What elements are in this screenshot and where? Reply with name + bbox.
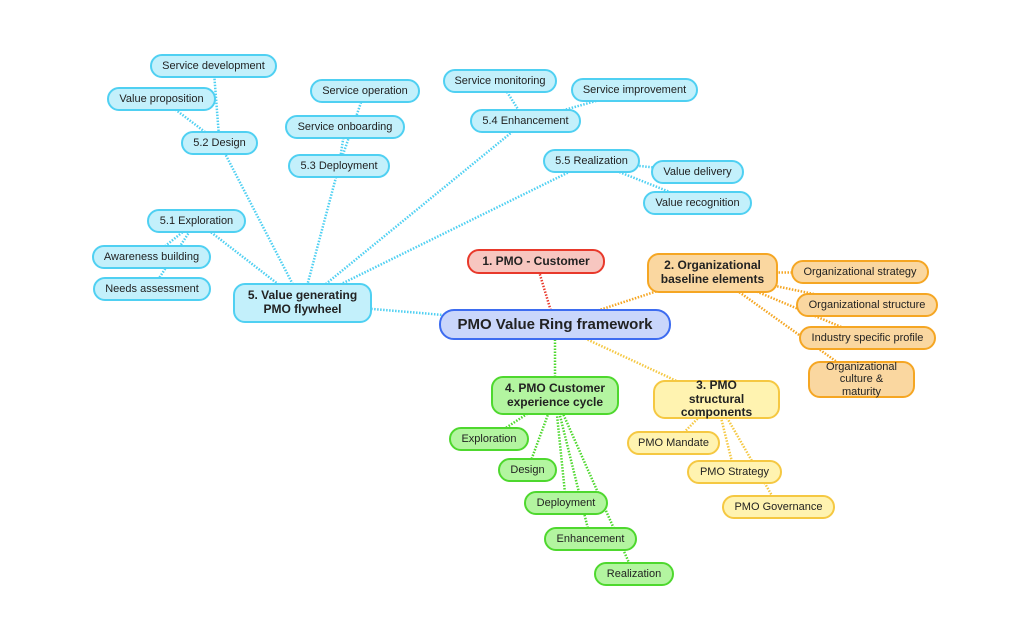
- node-enhancement[interactable]: Enhancement: [544, 527, 637, 551]
- node-needs-assessment[interactable]: Needs assessment: [93, 277, 211, 301]
- node-service-operation[interactable]: Service operation: [310, 79, 420, 103]
- branch-pmo-customer-experience[interactable]: 4. PMO Customer experience cycle: [491, 376, 619, 415]
- connector-s2-s2b: [212, 65, 221, 144]
- node-pmo-strategy[interactable]: PMO Strategy: [687, 460, 782, 484]
- connector-b5-s2: [218, 142, 304, 304]
- node-value-delivery[interactable]: Value delivery: [651, 160, 744, 184]
- node-service-improvement[interactable]: Service improvement: [571, 78, 698, 102]
- node-exploration[interactable]: Exploration: [449, 427, 529, 451]
- branch-pmo-structural[interactable]: 3. PMO structural components: [653, 378, 780, 419]
- node-service-monitoring[interactable]: Service monitoring: [443, 69, 557, 93]
- central-node[interactable]: PMO Value Ring framework: [439, 309, 671, 340]
- node-5-5-realization[interactable]: 5.5 Realization: [543, 149, 640, 173]
- node-deployment[interactable]: Deployment: [524, 491, 608, 515]
- node-value-recognition[interactable]: Value recognition: [643, 191, 752, 215]
- node-realization[interactable]: Realization: [594, 562, 674, 586]
- node-5-3-deployment[interactable]: 5.3 Deployment: [288, 154, 390, 178]
- connector-b5-s4: [301, 120, 527, 304]
- node-organizational-strategy[interactable]: Organizational strategy: [791, 260, 929, 284]
- node-5-4-enhancement[interactable]: 5.4 Enhancement: [470, 109, 581, 133]
- connector-b3-b3c: [715, 398, 780, 508]
- node-service-development[interactable]: Service development: [150, 54, 277, 78]
- node-organizational-culture[interactable]: Organizational culture & maturity: [808, 361, 915, 398]
- connector-b5-s5: [301, 159, 593, 305]
- node-value-proposition[interactable]: Value proposition: [107, 87, 216, 111]
- node-industry-specific-profile[interactable]: Industry specific profile: [799, 326, 936, 350]
- node-organizational-structure[interactable]: Organizational structure: [796, 293, 938, 317]
- node-pmo-mandate[interactable]: PMO Mandate: [627, 431, 720, 455]
- connector-b2-b2b: [712, 271, 868, 307]
- node-design[interactable]: Design: [498, 458, 557, 482]
- node-pmo-governance[interactable]: PMO Governance: [722, 495, 835, 519]
- branch-organizational-baseline[interactable]: 2. Organizational baseline elements: [647, 253, 778, 293]
- branch-value-generating-flywheel[interactable]: 5. Value generating PMO flywheel: [233, 283, 372, 323]
- connector-b5-s3: [301, 165, 341, 304]
- node-awareness-building[interactable]: Awareness building: [92, 245, 211, 269]
- connector-b4-b4d: [553, 395, 592, 540]
- branch-pmo-customer[interactable]: 1. PMO - Customer: [467, 249, 605, 274]
- node-5-1-exploration[interactable]: 5.1 Exploration: [147, 209, 246, 233]
- node-5-2-design[interactable]: 5.2 Design: [181, 131, 258, 155]
- node-service-onboarding[interactable]: Service onboarding: [285, 115, 405, 139]
